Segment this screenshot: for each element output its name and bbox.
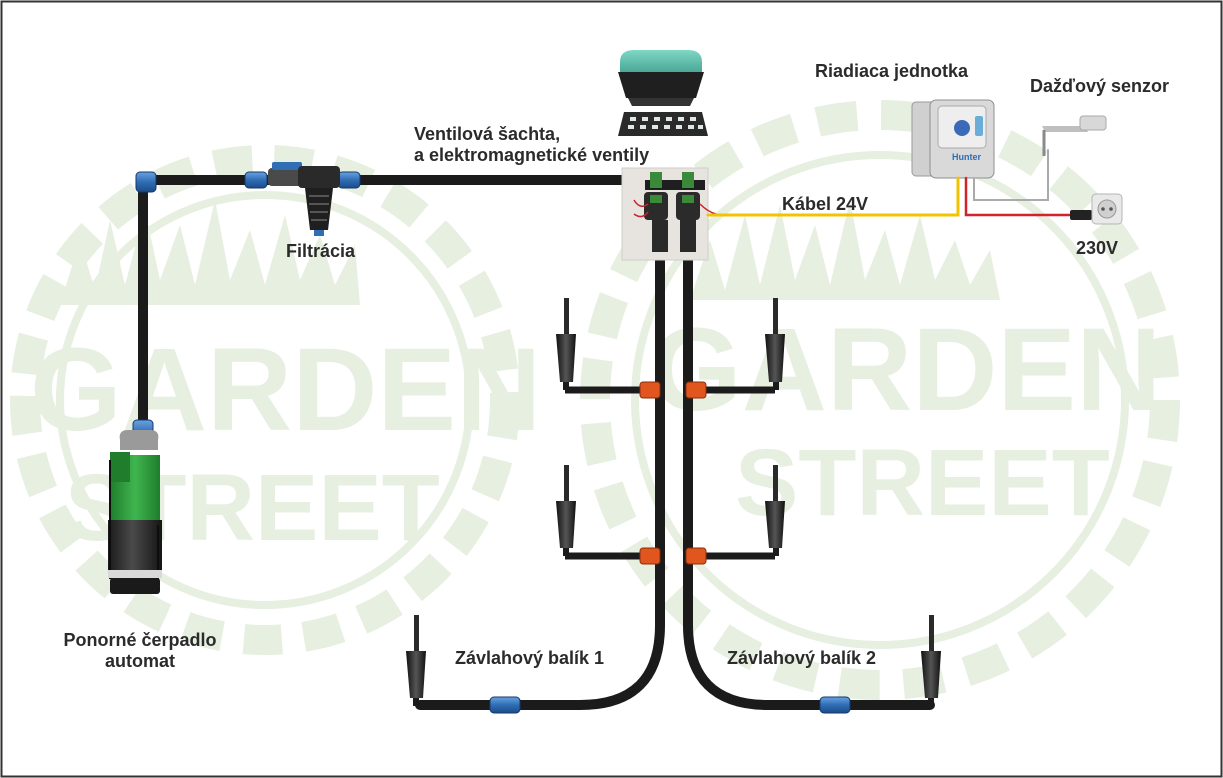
- pump-label: Ponorné čerpadlo automat: [45, 630, 235, 672]
- orange-tees: [639, 381, 707, 565]
- pump-label-line1: Ponorné čerpadlo: [63, 630, 217, 650]
- sprinkler-icon: [765, 298, 785, 390]
- watermark-logo-right: [580, 100, 1180, 700]
- watermark-text-line2-right: STREET: [735, 430, 1110, 536]
- zone2-label: Závlahový balík 2: [727, 648, 877, 668]
- submersible-pump-icon: [108, 430, 162, 594]
- sprinkler-icon: [556, 465, 576, 556]
- sprinkler-icon: [765, 465, 785, 556]
- cables: [706, 149, 1074, 217]
- power-socket-icon: [1070, 193, 1123, 225]
- sprinkler-heads: [406, 298, 941, 706]
- rain-sensor-label: Dažďový senzor: [1030, 76, 1169, 96]
- sprinkler-icon: [406, 615, 426, 706]
- controller-icon: Hunter: [911, 99, 995, 179]
- valve-manifold: [621, 167, 717, 261]
- valve-box-label-line2: a elektromagnetické ventily: [414, 145, 650, 165]
- valve-box-label-line1: Ventilová šachta,: [414, 124, 561, 144]
- controller-brand-text: Hunter: [952, 152, 981, 162]
- sprinkler-icon: [921, 615, 941, 706]
- watermark-text-line1-left: GARDEN: [30, 324, 541, 456]
- filter-icon: [268, 162, 340, 236]
- zone1-label: Závlahový balík 1: [455, 648, 605, 668]
- valve-box-icon: [618, 50, 708, 136]
- watermark-text-line1-right: GARDEN: [650, 304, 1161, 436]
- controller-label: Riadiaca jednotka: [815, 61, 969, 81]
- blue-connectors: [132, 171, 851, 714]
- pump-label-line2: automat: [104, 651, 175, 671]
- mains-label: 230V: [1076, 238, 1119, 258]
- rain-sensor-icon: [1042, 115, 1107, 156]
- watermark-grass: [60, 200, 1000, 305]
- valve-box-label: Ventilová šachta, a elektromagnetické ve…: [414, 124, 649, 166]
- zone1-main-pipe: [415, 245, 665, 710]
- filtration-label: Filtrácia: [286, 241, 356, 261]
- cable-label: Kábel 24V: [782, 194, 869, 214]
- elbow-connector: [135, 171, 157, 193]
- zone2-main-pipe: [683, 245, 935, 710]
- sprinkler-icon: [556, 298, 576, 390]
- watermark-logo-left: [10, 145, 520, 655]
